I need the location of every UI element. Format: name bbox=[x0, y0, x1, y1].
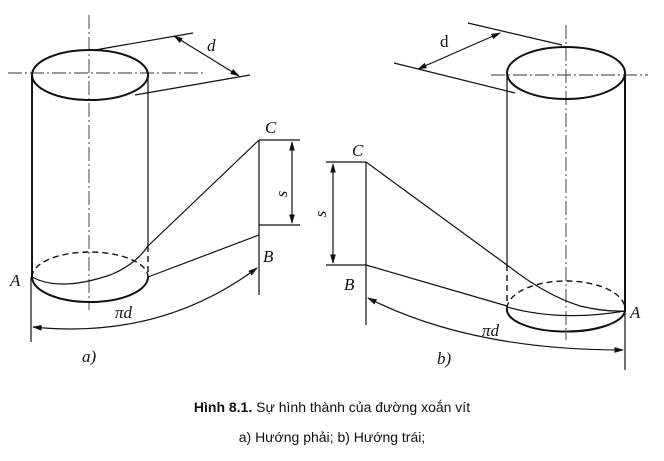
point-a-label-a: A bbox=[9, 271, 21, 290]
diameter-label-b: d bbox=[440, 32, 449, 51]
point-c-label-b: C bbox=[352, 141, 364, 160]
figure-caption: Hình 8.1. Sự hình thành của đường xoắn v… bbox=[0, 399, 664, 415]
figure-subtitle: a) Hướng phải; b) Hướng trái; bbox=[238, 429, 426, 445]
circumference-label-a: πd bbox=[115, 303, 133, 322]
figure-b-left-hand-helix: s d πd A B C b) bbox=[311, 22, 648, 370]
figure-number: Hình 8.1. bbox=[193, 399, 253, 415]
diameter-dimension-a bbox=[173, 35, 240, 77]
pitch-label-a: s bbox=[272, 190, 291, 197]
cylinder-bottom-back-a bbox=[31, 251, 149, 278]
base-line-b bbox=[365, 264, 508, 307]
helix-line-b bbox=[365, 161, 626, 312]
point-b-label-a: B bbox=[263, 247, 274, 266]
point-a-label-b: A bbox=[629, 303, 641, 322]
diameter-label-a: d bbox=[207, 36, 216, 55]
pitch-label-b: s bbox=[311, 210, 330, 217]
diameter-dimension-b bbox=[417, 32, 501, 70]
figure-title: Sự hình thành của đường xoắn vít bbox=[252, 399, 471, 415]
subfigure-label-a: a) bbox=[82, 347, 97, 366]
helix-line-a bbox=[31, 139, 260, 285]
circumference-dimension-b bbox=[367, 297, 624, 353]
subfigure-label-b: b) bbox=[437, 349, 452, 368]
figure-a-right-hand-helix: s d πd A B C a) bbox=[8, 15, 300, 366]
base-line-a bbox=[147, 234, 260, 278]
cylinder-top-a bbox=[31, 49, 149, 101]
cylinder-top-b bbox=[506, 46, 626, 100]
circumference-dimension-a bbox=[32, 267, 258, 331]
circumference-label-b: πd bbox=[482, 321, 500, 340]
cylinder-bottom-back-b bbox=[506, 280, 626, 311]
point-b-label-b: B bbox=[344, 275, 355, 294]
point-c-label-a: C bbox=[265, 118, 277, 137]
